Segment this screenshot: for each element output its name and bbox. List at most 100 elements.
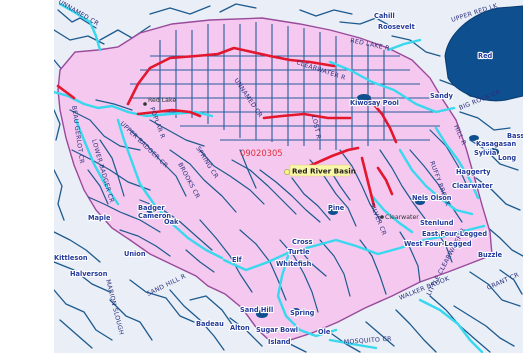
- lake-label-halo-island: Island: [268, 338, 291, 346]
- mosquito-creek: [328, 338, 378, 350]
- lake-label-halo-turtle: Turtle: [288, 248, 310, 256]
- basin-code-label: 09020305: [240, 148, 283, 158]
- kiwosay-pool-water: [357, 94, 371, 102]
- lake-label-halo-alton: Alton: [230, 324, 250, 332]
- lake-label-halo-kittleson: Kittleson: [54, 254, 88, 262]
- ruffy-brook: [398, 148, 474, 216]
- lake-labels: CahillCahillRooseveltRooseveltRedRedSand…: [54, 11, 523, 347]
- lake-label-east-four-legged: East Four-Legged: [422, 230, 487, 238]
- lake-label-badeau: Badeau: [196, 320, 224, 328]
- lower-badger-creek: [74, 118, 120, 206]
- red-lake-town-marker: [143, 102, 147, 106]
- lake-label-halo-cahill: Cahill: [374, 12, 395, 20]
- lake-label-halo-oak: Oak: [164, 218, 179, 226]
- lake-label-halo-elf: Elf: [232, 256, 242, 264]
- lake-label-halo-halverson: Halverson: [70, 270, 108, 278]
- lake-label-halo-kiwosay-pool: Kiwosay Pool: [350, 99, 399, 107]
- clearwater-town-marker: [380, 215, 384, 219]
- lake-label-halo-clearwater-lake: Clearwater: [452, 182, 493, 190]
- lake-label-halo-bass: Bass: [507, 132, 523, 140]
- spring-water: [292, 308, 300, 314]
- cameron-water: [146, 207, 154, 213]
- lake-label-halo-long: Long: [498, 154, 516, 162]
- lake-label-maple: Maple: [88, 214, 111, 222]
- lake-label-cross: Cross: [292, 238, 313, 246]
- highlight-fork-reach: [360, 156, 394, 208]
- hill-river: [434, 126, 480, 200]
- outside-stream-network: [54, 3, 523, 353]
- silver-creek: [370, 194, 414, 234]
- lake-label-halo-nels-olson: Nels Olson: [412, 194, 452, 202]
- lake-label-pine: Pine: [328, 204, 345, 212]
- lake-label-halo-pine: Pine: [328, 204, 345, 212]
- lake-label-halo-maple: Maple: [88, 214, 111, 222]
- lake-label-halo-whitefish: Whitefish: [276, 260, 312, 268]
- lake-label-roosevelt: Roosevelt: [378, 23, 415, 31]
- lake-label-halo-red: Red: [478, 52, 493, 60]
- nels-olson-water: [415, 199, 425, 205]
- poplar-river: [116, 118, 224, 260]
- river-label-lost-r: LOST R: [310, 115, 322, 140]
- highlight-nw-edge: [56, 84, 76, 100]
- basin-name-label: Red River Basin: [292, 167, 356, 176]
- lake-label-whitefish: Whitefish: [276, 260, 312, 268]
- lake-label-cameron: Cameron: [138, 212, 171, 220]
- highlight-upper-arc: [126, 46, 336, 106]
- lake-label-kittleson: Kittleson: [54, 254, 88, 262]
- lake-label-badger: Badger: [138, 204, 165, 212]
- lake-label-alton: Alton: [230, 324, 250, 332]
- lake-label-elf: Elf: [232, 256, 242, 264]
- roosevelt-water: [394, 24, 402, 30]
- lake-label-west-four-legged: West Four-Legged: [404, 240, 472, 248]
- place-label-clearwater: Clearwater: [385, 214, 419, 221]
- left-margin: [0, 0, 54, 353]
- lake-label-kasagasan: Kasagasan: [476, 140, 516, 148]
- lake-label-halo-spring: Spring: [290, 309, 315, 317]
- lake-label-buzzle: Buzzle: [478, 251, 503, 259]
- lake-label-halo-cross: Cross: [292, 238, 313, 246]
- basin-label-marker: [284, 169, 290, 175]
- lake-label-halverson: Halverson: [70, 270, 108, 278]
- red-lake-river: [54, 90, 214, 118]
- basin-streams: [69, 99, 469, 313]
- lake-label-halo-stenlund: Stenlund: [420, 219, 454, 227]
- lost-river: [418, 298, 484, 353]
- lake-label-clearwater-lake: Clearwater: [452, 182, 493, 190]
- lake-label-stenlund: Stenlund: [420, 219, 454, 227]
- lake-label-kiwosay-pool: Kiwosay Pool: [350, 99, 399, 107]
- lake-label-red: Red: [478, 52, 493, 60]
- unnamed-creek-northwest: [58, 2, 102, 52]
- lake-label-halo-cameron: Cameron: [138, 212, 171, 220]
- lake-label-halo-haggerty: Haggerty: [456, 168, 491, 176]
- long-lake-water: [487, 148, 499, 156]
- clearwater-river: [222, 224, 486, 272]
- lake-label-halo-sylvia: Sylvia: [474, 149, 496, 157]
- lake-label-halo-ole: Ole: [318, 328, 331, 336]
- lake-label-oak: Oak: [164, 218, 179, 226]
- lake-label-island: Island: [268, 338, 291, 346]
- lake-label-halo-east-four-legged: East Four-Legged: [422, 230, 487, 238]
- lake-label-halo-buzzle: Buzzle: [478, 251, 503, 259]
- lake-label-turtle: Turtle: [288, 248, 310, 256]
- sand-hill-water: [256, 310, 268, 318]
- clearwater-upper: [328, 60, 456, 114]
- pine-lake-water: [328, 209, 338, 215]
- lake-label-sandy: Sandy: [430, 92, 454, 100]
- river-label-mosquito-cr: MOSQUITO CR: [344, 336, 393, 346]
- lake-label-sugar-bowl: Sugar Bowl: [256, 326, 298, 334]
- lake-label-haggerty: Haggerty: [456, 168, 491, 176]
- highlight-east-reach: [368, 98, 398, 144]
- lake-label-halo-badeau: Badeau: [196, 320, 224, 328]
- lake-label-halo-west-four-legged: West Four-Legged: [404, 240, 472, 248]
- lake-label-bass: Bass: [507, 132, 523, 140]
- main-rivers: [54, 2, 486, 353]
- lake-label-sand-hill: Sand Hill: [240, 306, 273, 314]
- highlight-center-reach: [262, 112, 352, 120]
- place-label-red-lake: Red Lake: [148, 97, 176, 104]
- lake-label-ole: Ole: [318, 328, 331, 336]
- lake-label-halo-badger: Badger: [138, 204, 165, 212]
- lake-label-spring: Spring: [290, 309, 315, 317]
- lake-label-union: Union: [124, 250, 146, 258]
- lake-label-cahill: Cahill: [374, 12, 395, 20]
